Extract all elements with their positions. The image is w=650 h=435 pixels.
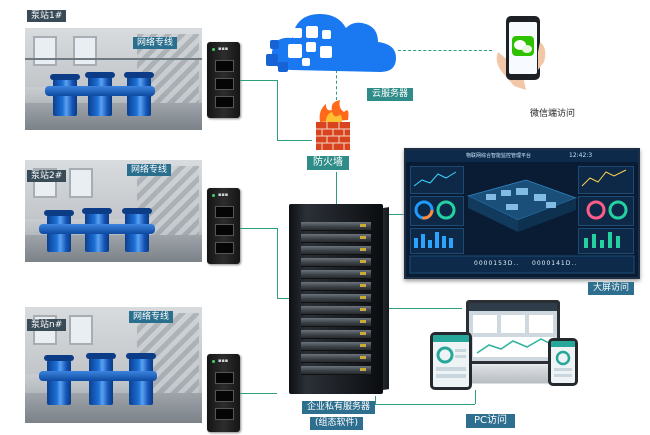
wechat-phone-icon bbox=[492, 12, 552, 98]
big-screen-label: 大屏访问 bbox=[588, 282, 635, 295]
station-n-link-label: 网络专线 bbox=[129, 311, 174, 323]
connector-firewall-server bbox=[336, 172, 337, 204]
station-2-name: 泵站2# bbox=[27, 170, 67, 182]
dashboard-counter-left: 0000153D.. bbox=[474, 260, 520, 267]
firewall-label: 防火墙 bbox=[307, 156, 349, 170]
station-1-link-label: 网络专线 bbox=[133, 37, 178, 49]
dashboard-counter-right: 0000141D.. bbox=[532, 260, 578, 267]
network-switch-2: ▪▪▪ bbox=[207, 188, 240, 264]
dashed-link-cloud-phone bbox=[398, 50, 492, 51]
dashboard-title: 物联网综合智能监控管理平台 bbox=[466, 153, 532, 159]
connector-pc-up bbox=[475, 390, 476, 404]
connector-trunk-upper bbox=[277, 80, 278, 140]
tablet-right bbox=[548, 338, 578, 386]
pc-access-label: PC访问 bbox=[466, 414, 516, 428]
connector-switch-1 bbox=[240, 80, 277, 81]
connector-trunk-middle bbox=[277, 228, 278, 298]
pump-station-2-photo bbox=[25, 160, 202, 262]
connector-server-bottom bbox=[375, 396, 376, 404]
connector-switch-2 bbox=[240, 228, 277, 229]
connector-to-server-side bbox=[277, 298, 289, 299]
server-label-line1: 企业私有服务器 bbox=[302, 401, 376, 414]
connector-switch-n bbox=[240, 393, 277, 394]
laptop-device bbox=[450, 300, 574, 390]
private-server-rack bbox=[289, 204, 389, 396]
network-switch-1: ▪▪▪ bbox=[207, 42, 240, 118]
connector-server-bigscreen bbox=[389, 214, 404, 215]
connector-server-laptop bbox=[389, 308, 462, 309]
station-2-link-label: 网络专线 bbox=[127, 164, 172, 176]
tablet-left bbox=[430, 332, 472, 390]
connector-to-firewall bbox=[277, 140, 312, 141]
network-switch-n: ▪▪▪ bbox=[207, 354, 240, 432]
pump-station-n-photo bbox=[25, 307, 202, 423]
cloud-server-label: 云服务器 bbox=[367, 88, 414, 101]
dashboard-clock: 12:42:3 bbox=[569, 152, 593, 159]
dashed-link-firewall-cloud bbox=[336, 70, 337, 100]
station-1-name: 泵站1# bbox=[27, 10, 67, 22]
wechat-access-label: 微信端访问 bbox=[530, 109, 576, 119]
server-label-line2: (组态软件) bbox=[310, 417, 364, 430]
connector-to-pc-label bbox=[375, 404, 475, 405]
big-screen-dashboard: 物联网综合智能监控管理平台 12:42:3 bbox=[404, 148, 640, 279]
cloud-server-icon bbox=[262, 0, 402, 90]
station-n-name: 泵站n# bbox=[27, 319, 67, 331]
firewall-icon bbox=[312, 100, 354, 152]
